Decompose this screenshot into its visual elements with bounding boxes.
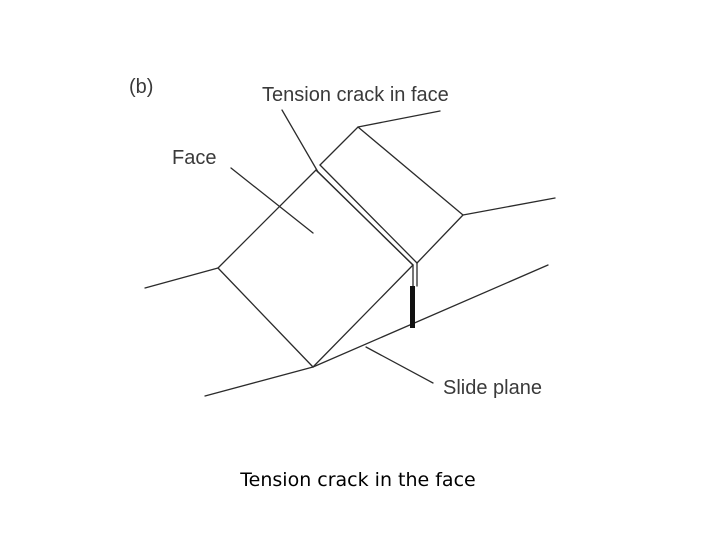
- tension-crack-left-wall: [315, 169, 414, 266]
- upper-right-ground-line: [357, 110, 441, 128]
- slide-caption: Tension crack in the face: [240, 469, 476, 491]
- slide-plane-leader: [365, 346, 434, 384]
- panel-label: (b): [129, 76, 153, 98]
- upper-left-ground-line: [144, 267, 219, 289]
- slide-plane-label: Slide plane: [443, 377, 542, 399]
- tension-crack-right-wall: [319, 164, 418, 264]
- tension-crack-label: Tension crack in face: [262, 84, 449, 106]
- upper-block-outline: [319, 126, 464, 264]
- water-filled-crack: [410, 286, 415, 328]
- right-ground-line: [462, 197, 556, 216]
- tension-crack-leader: [281, 109, 319, 173]
- face-label: Face: [172, 147, 216, 169]
- lower-ground-line: [204, 366, 314, 397]
- face-leader: [230, 167, 314, 234]
- slide-plane-line: [312, 264, 549, 368]
- face-block-outline: [217, 169, 414, 368]
